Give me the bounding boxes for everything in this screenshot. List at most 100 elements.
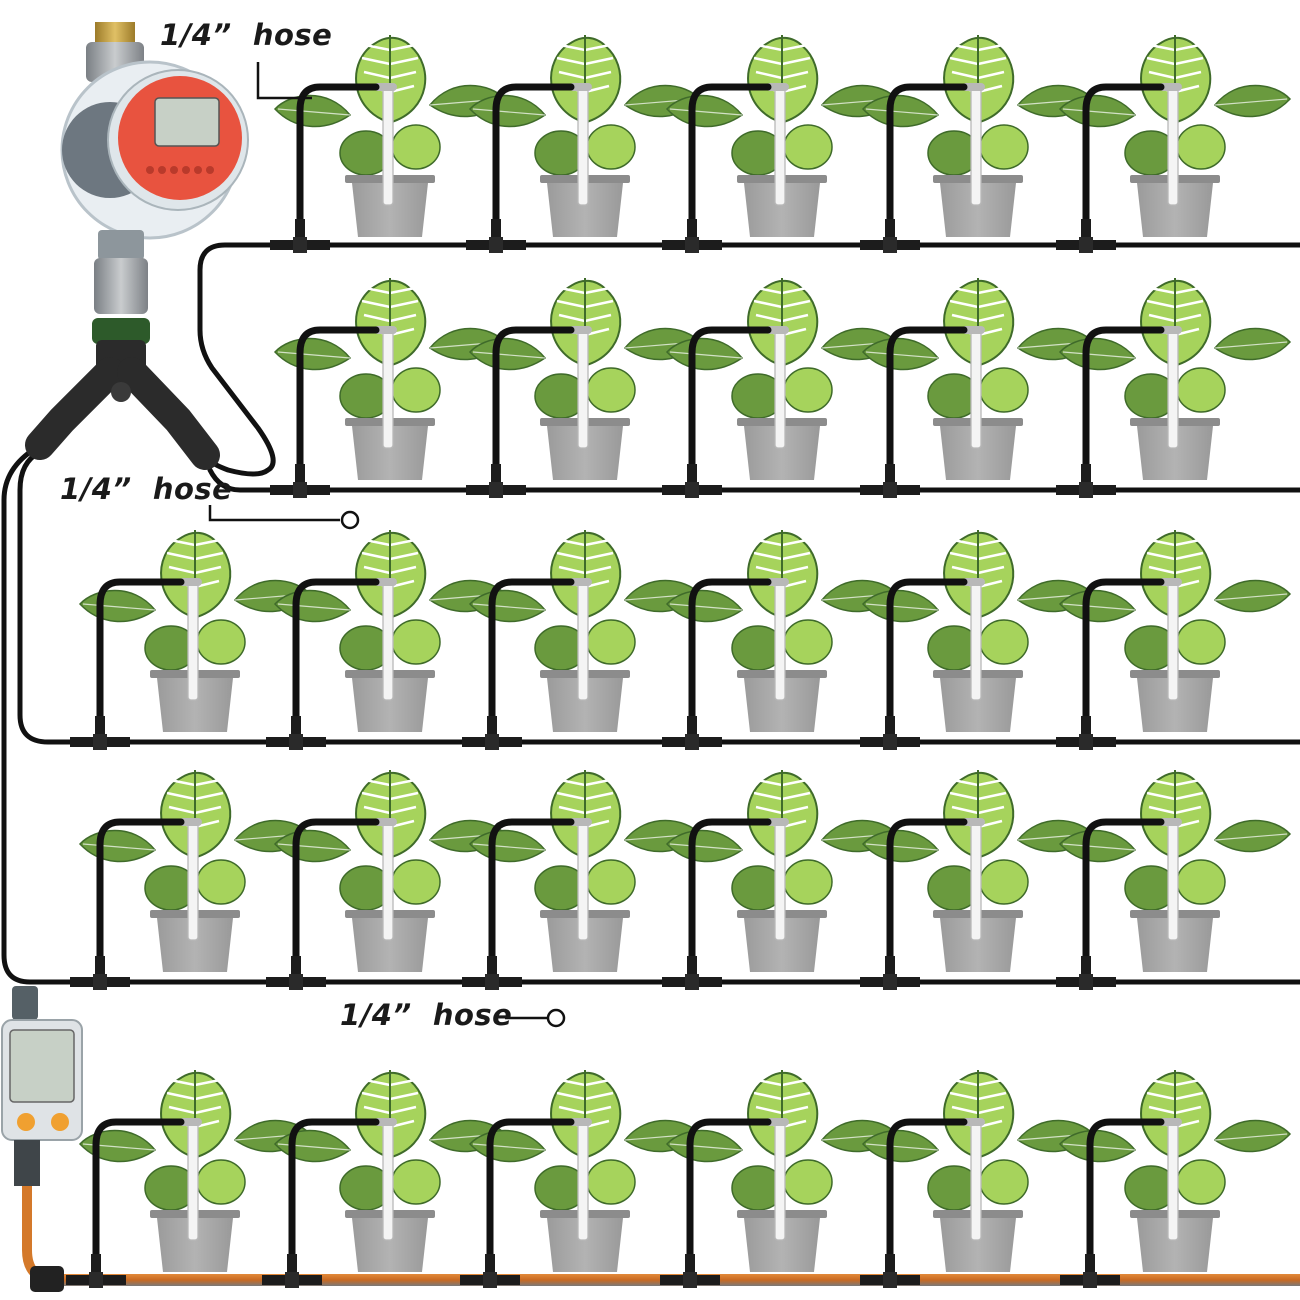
side-leaf-rib <box>82 843 156 851</box>
leaf-slit <box>1144 1077 1176 1087</box>
lower-leaf <box>391 1159 441 1205</box>
tee-connector-icon <box>687 219 697 241</box>
leaf-slit <box>389 327 415 337</box>
leaf-slit <box>584 42 616 52</box>
tee-connector-icon <box>485 1254 495 1276</box>
leaf-slit <box>584 1091 614 1101</box>
leaf-slit <box>977 42 1009 52</box>
dripper-stake-icon <box>382 579 394 701</box>
leaf-slit <box>1174 791 1204 801</box>
timer-outlet <box>98 230 144 260</box>
leaf-slit <box>977 313 1005 323</box>
tee-connector-icon <box>885 1254 895 1276</box>
pot-body <box>352 426 428 480</box>
y-splitter-icon <box>25 340 220 470</box>
tee-hub <box>289 974 303 990</box>
micro-hose <box>688 326 772 482</box>
leaf-slit <box>194 537 226 547</box>
leaf-slit <box>389 565 417 575</box>
side-leaf-rib <box>669 843 743 851</box>
leaf-slit <box>363 565 391 575</box>
dripper-assembly-8 <box>662 326 789 498</box>
leaf-slit <box>753 1091 783 1101</box>
leaf-slit <box>949 299 979 309</box>
leaf-slit <box>389 537 421 547</box>
tee-connector-icon <box>1081 219 1091 241</box>
dripper-stake-icon <box>1167 327 1179 449</box>
leaf-slit <box>584 299 614 309</box>
micro-hose <box>688 818 772 974</box>
lower-leaf <box>1176 1159 1226 1205</box>
side-leaf-left <box>468 829 547 863</box>
plant-5 <box>1058 35 1292 237</box>
lower-leaf <box>979 124 1029 170</box>
tee-hub <box>485 974 499 990</box>
leaf-slit <box>1144 777 1176 787</box>
dripper-assembly-7 <box>466 326 592 498</box>
leaf-slit <box>558 805 586 815</box>
pot-body <box>547 918 623 972</box>
leaf-slit <box>949 56 979 66</box>
side-leaf-left <box>665 337 744 371</box>
side-leaf-rib <box>277 108 351 116</box>
pot-body <box>547 183 623 237</box>
leaf-slit <box>977 1105 1005 1115</box>
micro-hose <box>96 818 185 974</box>
side-leaf-left <box>1058 829 1137 863</box>
leaf-slit <box>194 565 222 575</box>
plant-15 <box>861 530 1095 732</box>
tee-connector-icon <box>687 956 697 978</box>
plant-19 <box>468 770 702 972</box>
leaf-slit <box>363 805 391 815</box>
leaf-slit <box>584 579 610 589</box>
side-leaf-rib <box>472 1143 546 1151</box>
tee-connector-icon <box>487 716 497 738</box>
side-leaf-left <box>1058 337 1137 371</box>
leaf-slit <box>556 56 586 66</box>
dripper-assembly-23 <box>66 1118 202 1288</box>
leaf-slit <box>751 285 783 295</box>
main-hose-row-2 <box>207 467 1300 493</box>
leaf-slit <box>949 551 979 561</box>
leaf-slit <box>755 313 783 323</box>
pot-body <box>940 678 1016 732</box>
side-leaf-left <box>1058 1129 1137 1163</box>
leaf-slit <box>1174 579 1200 589</box>
lower-leaf <box>1176 367 1226 413</box>
pot-body <box>940 426 1016 480</box>
leaf-slit <box>554 537 586 547</box>
micro-hose <box>292 818 380 974</box>
leaf-slit <box>584 777 616 787</box>
leaf-slit <box>977 579 1003 589</box>
leaf-slit <box>951 565 979 575</box>
side-leaf-rib <box>1062 603 1136 611</box>
leaf-slit <box>1148 70 1176 80</box>
micro-hose <box>1082 818 1165 974</box>
side-leaf-left <box>468 589 547 623</box>
side-leaf-left <box>273 94 352 128</box>
dripper-assembly-24 <box>262 1118 397 1288</box>
leaf-slit <box>194 1091 224 1101</box>
pot-body <box>940 918 1016 972</box>
leaf-slit <box>781 1119 807 1129</box>
leaf-slit <box>194 791 224 801</box>
leaf-slit <box>584 551 614 561</box>
tee-hub <box>883 237 897 253</box>
leaf-slit <box>584 565 612 575</box>
leaf-slit <box>168 1105 196 1115</box>
leaf-slit <box>558 70 586 80</box>
micro-hose <box>492 326 575 482</box>
leaf-slit <box>194 551 224 561</box>
dripper-stake-icon <box>577 579 589 701</box>
lower-leaf <box>1176 859 1226 905</box>
plant-1 <box>273 35 507 237</box>
leaf-slit <box>584 1105 612 1115</box>
leaf-slit <box>781 537 813 547</box>
side-leaf-rib <box>472 351 546 359</box>
leaf-slit <box>781 313 809 323</box>
leaf-slit <box>753 791 783 801</box>
side-leaf-left <box>468 1129 547 1163</box>
leaf-slit <box>781 84 807 94</box>
pot-body <box>940 183 1016 237</box>
